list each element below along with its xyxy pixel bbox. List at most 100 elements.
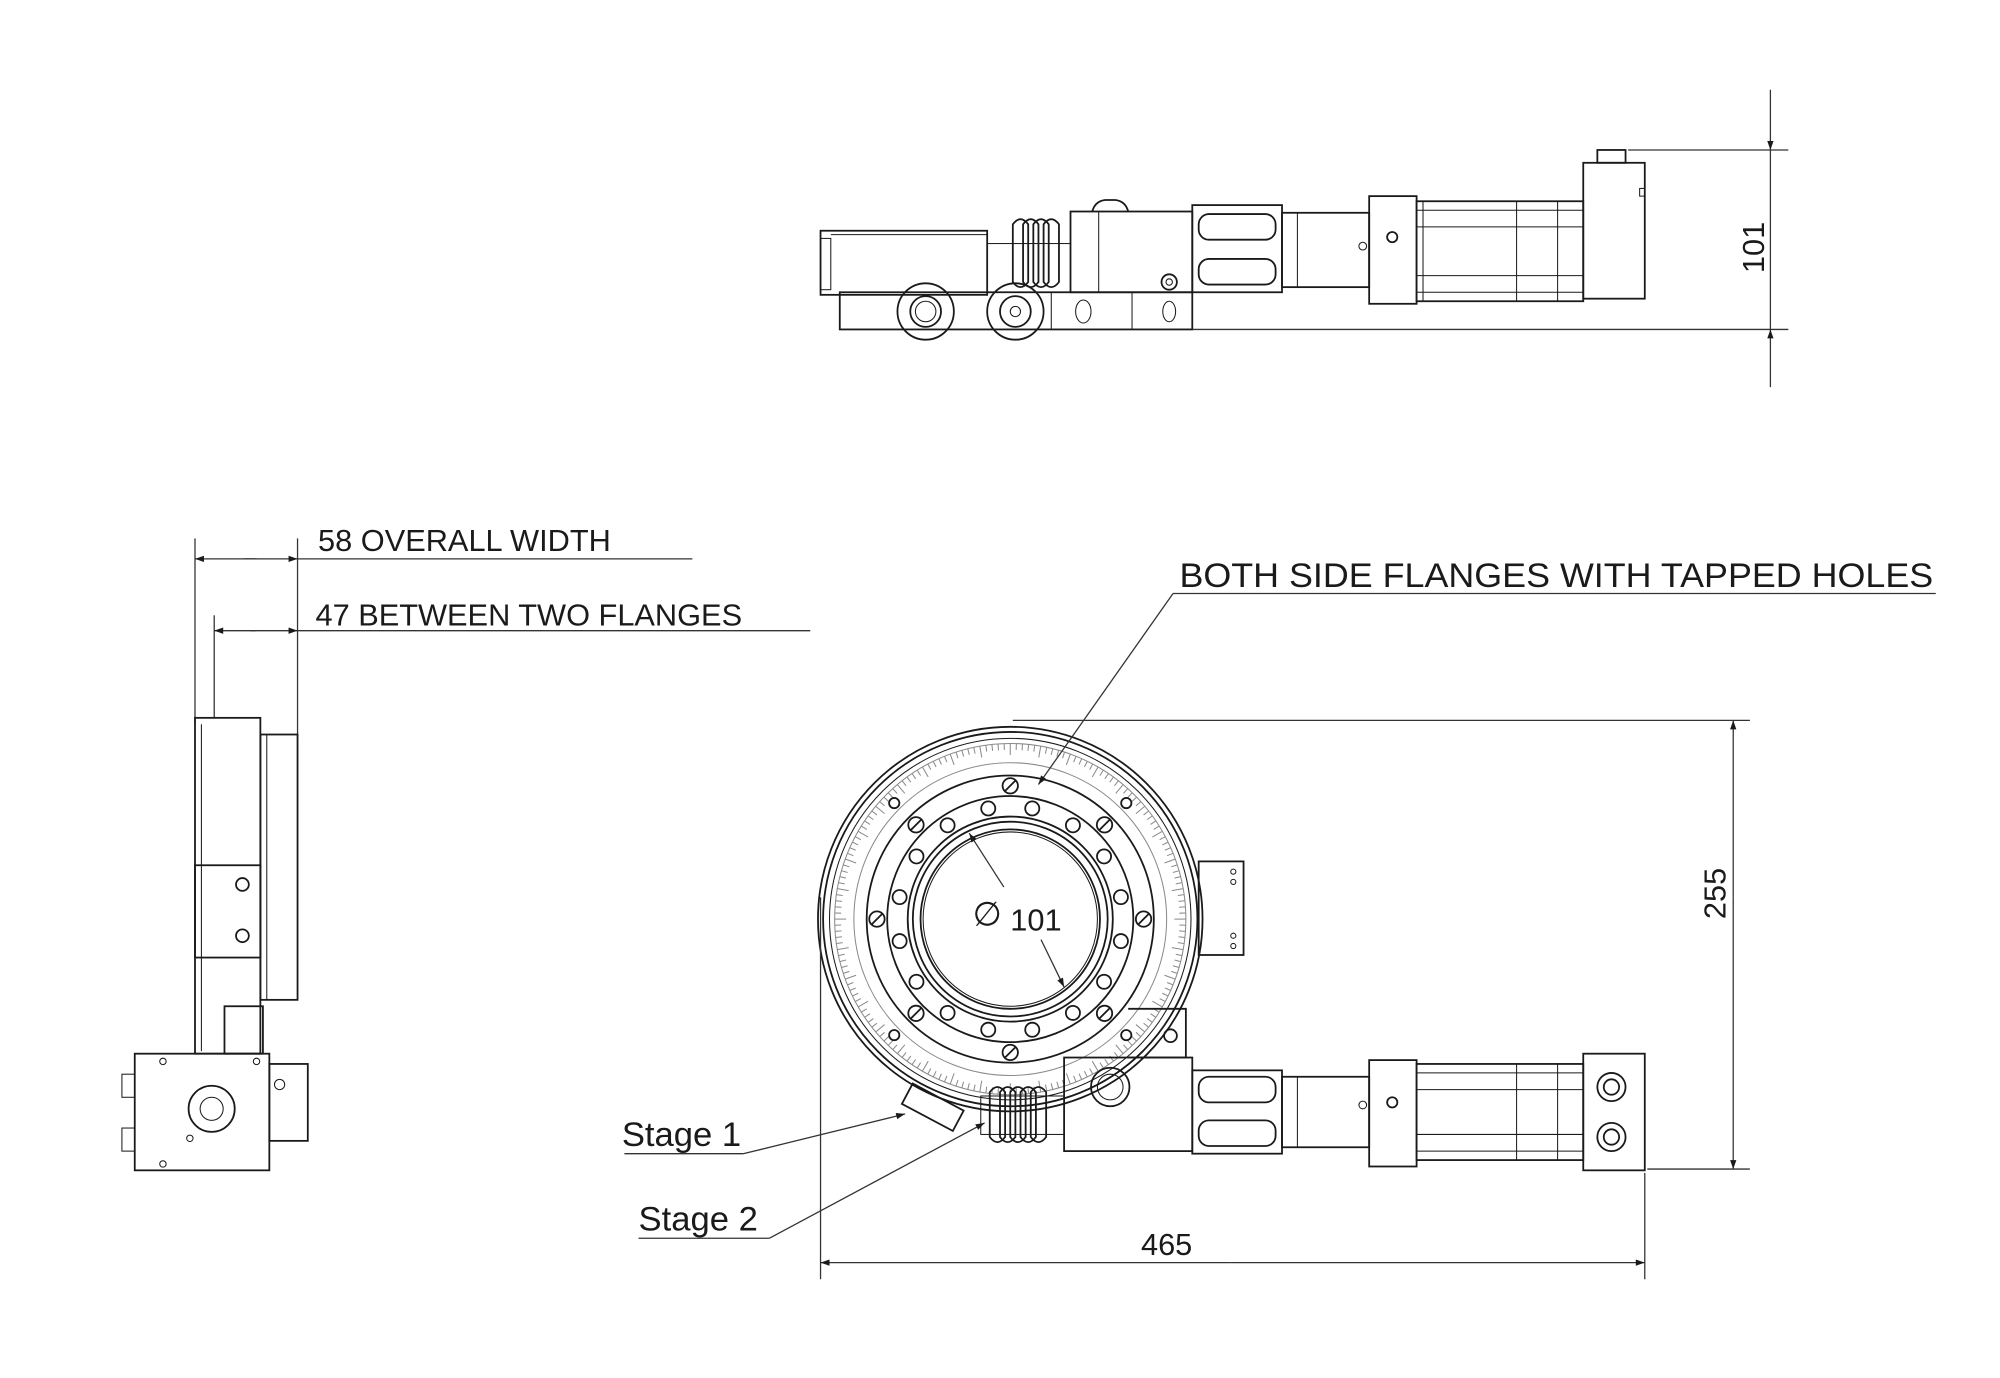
scale-tick [892,1044,898,1050]
knob [1090,1066,1131,1108]
scale-tick [1056,1081,1060,1089]
scale-tick [1073,1075,1077,1083]
scale-tick [1162,992,1169,997]
scale-tick [1172,870,1180,873]
screw [907,816,925,834]
scale-tick [1146,815,1153,821]
screw [1001,777,1019,795]
scale-tick [1099,1062,1104,1069]
screw [888,1029,901,1042]
screw [1120,797,1133,810]
scale-tick [849,847,856,851]
scale-tick [1171,864,1178,868]
scale-tick [916,769,922,776]
scale-tick [1131,1036,1137,1042]
scale-tick [901,780,907,787]
tapped-hole [1096,848,1112,865]
scale-tick [1083,1070,1088,1078]
scale-tick [973,747,976,754]
scale-tick [1152,1000,1163,1008]
height-255-label: 255 [1698,868,1733,919]
scale-tick [835,936,843,938]
scale-tick [949,753,955,766]
scale-tick [1162,841,1169,846]
scale-tick [1115,1044,1124,1054]
tapped-holes [891,800,1129,1038]
scale-tick [1091,1060,1099,1072]
side-view-dimensions: 58 OVERALL WIDTH 47 BETWEEN TWO FLANGES [194,523,811,738]
scale-tick [849,987,856,991]
scale-tick [943,1075,948,1083]
scale-tick [1089,1068,1094,1075]
scale-tick [1174,959,1181,963]
screw [1120,1029,1133,1042]
scale-tick [871,810,878,816]
scale-tick [1044,1084,1048,1091]
top-view-height-dimension: 101 [1192,89,1789,388]
scale-tick [943,756,948,763]
scale-tick [839,959,847,963]
screw [888,797,901,810]
scale-tick [955,751,959,759]
tapped-hole [908,973,925,990]
scale-tick [845,974,857,980]
scale-tick [883,1036,889,1042]
scale-tick [1062,751,1066,759]
mounting-screws [868,777,1153,1061]
scale-tick [911,1059,917,1065]
scale-tick [1033,745,1036,752]
scale-tick [906,1055,912,1062]
screw [868,910,886,928]
diameter-symbol: ∅ [973,897,1002,934]
scale-tick [1109,776,1114,783]
scale-tick [1078,1073,1083,1080]
scale-tick [949,1073,955,1085]
stage1-label: Stage 1 [622,1116,741,1154]
scale-tick [1164,847,1171,851]
scale-tick [1044,747,1048,754]
scale-tick [864,820,871,825]
length-465-label: 465 [1141,1227,1192,1262]
scale-tick [875,1024,885,1033]
scale-tick [911,773,917,780]
tapped-hole [939,1004,956,1021]
top-view-housing [1069,199,1194,294]
scale-tick [906,776,912,783]
top-view-bellows [986,218,1072,293]
scale-tick [1131,796,1137,802]
tapped-hole [1064,1004,1081,1021]
front-view: ∅ 101 [622,557,1936,1280]
scale-tick [835,900,843,902]
scale-tick [1172,965,1180,968]
stage2-callout: Stage 2 [639,1122,985,1239]
scale-tick [857,1000,869,1008]
scale-tick [841,965,848,968]
top-view-body [819,229,1194,331]
scale-tick [1104,773,1109,780]
scale-tick [1135,805,1146,815]
scale-tick [1146,1018,1153,1023]
screw [1001,1043,1019,1061]
scale-tick [961,750,965,757]
scale-tick [843,864,850,868]
scale-tick [1104,1059,1109,1065]
scale-tick [1038,746,1042,758]
scale-tick [1050,1083,1054,1090]
scale-tick [852,841,859,846]
scale-tick [845,858,857,864]
screw-slot [1098,819,1111,831]
flange-callout: BOTH SIDE FLANGES WITH TAPPED HOLES [1037,557,1936,785]
flange-note-label: BOTH SIDE FLANGES WITH TAPPED HOLES [1179,557,1933,595]
scale-tick [847,852,854,857]
screw [1095,816,1114,834]
scale-tick [1166,982,1174,986]
scale-tick [1174,876,1181,879]
scale-tick [991,744,994,751]
aperture-dimension: ∅ 101 [968,832,1065,988]
scale-tick [1171,947,1184,951]
scale-tick [985,745,988,752]
scale-tick [1065,753,1071,766]
scale-tick [847,982,854,986]
scale-tick [861,1008,868,1013]
